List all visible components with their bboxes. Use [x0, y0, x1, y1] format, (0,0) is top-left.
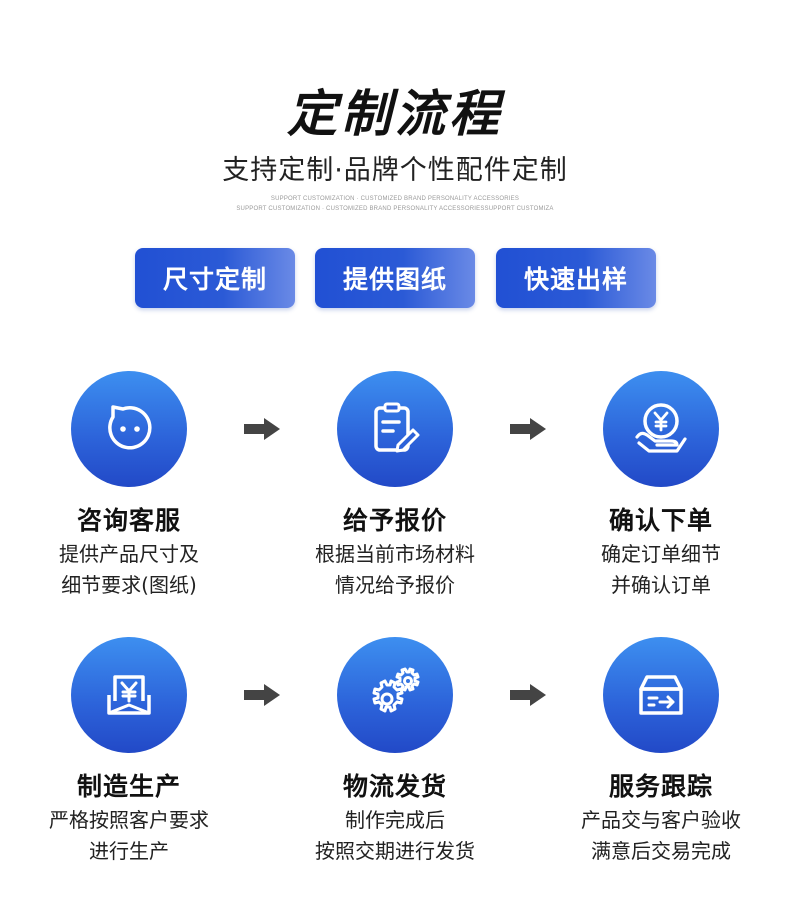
- step-shipping-circle: [337, 637, 453, 753]
- step-desc-line: 并确认订单: [611, 573, 711, 597]
- english-caption-1: SUPPORT CUSTOMIZATION · CUSTOMIZED BRAND…: [270, 196, 520, 202]
- step-description: 确定订单细节 并确认订单: [531, 539, 790, 601]
- step-title: 给予报价: [342, 506, 447, 535]
- step-desc-line: 按照交期进行发货: [315, 839, 475, 863]
- step-desc-line: 产品交与客户验收: [581, 808, 741, 832]
- step-description: 根据当前市场材料 情况给予报价: [265, 539, 525, 601]
- chat-face-icon: [108, 405, 152, 450]
- step-desc-line: 细节要求(图纸): [61, 573, 197, 597]
- step-title: 咨询客服: [76, 506, 181, 535]
- page-subtitle: 支持定制·品牌个性配件定制: [222, 155, 568, 186]
- yen-coin-hand-icon: [635, 403, 687, 453]
- step-desc-line: 严格按照客户要求: [49, 808, 209, 832]
- yen-box-icon: [107, 675, 151, 715]
- feature-pill-fast-sample: 快速出样: [496, 248, 656, 308]
- page-title: 定制流程: [287, 85, 503, 143]
- step-description: 制作完成后 按照交期进行发货: [265, 805, 525, 867]
- flow-arrow-icon: [244, 418, 280, 440]
- step-desc-line: 进行生产: [89, 839, 169, 863]
- step-desc-line: 确定订单细节: [601, 542, 721, 566]
- step-description: 产品交与客户验收 满意后交易完成: [531, 805, 790, 867]
- step-quote-circle: [337, 371, 453, 487]
- english-caption-2: SUPPORT CUSTOMIZATION · CUSTOMIZED BRAND…: [236, 206, 554, 212]
- step-title: 确认下单: [608, 506, 713, 535]
- step-title: 服务跟踪: [608, 772, 713, 801]
- delivery-box-icon: [639, 675, 683, 715]
- feature-pill-size-custom: 尺寸定制: [135, 248, 295, 308]
- flow-arrow-icon: [244, 684, 280, 706]
- step-service-circle: [603, 637, 719, 753]
- step-desc-line: 根据当前市场材料: [315, 542, 475, 566]
- step-consult-circle: [71, 371, 187, 487]
- step-production-circle: [71, 637, 187, 753]
- step-description: 严格按照客户要求 进行生产: [0, 805, 259, 867]
- flow-arrow-icon: [510, 684, 546, 706]
- gears-icon: [372, 667, 420, 713]
- step-title: 物流发货: [342, 772, 447, 801]
- flow-arrow-icon: [510, 418, 546, 440]
- step-desc-line: 制作完成后: [345, 808, 445, 832]
- step-description: 提供产品尺寸及 细节要求(图纸): [0, 539, 259, 601]
- step-title: 制造生产: [76, 772, 181, 801]
- feature-pill-drawings: 提供图纸: [315, 248, 475, 308]
- step-desc-line: 提供产品尺寸及: [59, 542, 199, 566]
- quote-document-icon: [374, 402, 420, 453]
- step-order-circle: [603, 371, 719, 487]
- step-desc-line: 情况给予报价: [335, 573, 455, 597]
- step-desc-line: 满意后交易完成: [591, 839, 731, 863]
